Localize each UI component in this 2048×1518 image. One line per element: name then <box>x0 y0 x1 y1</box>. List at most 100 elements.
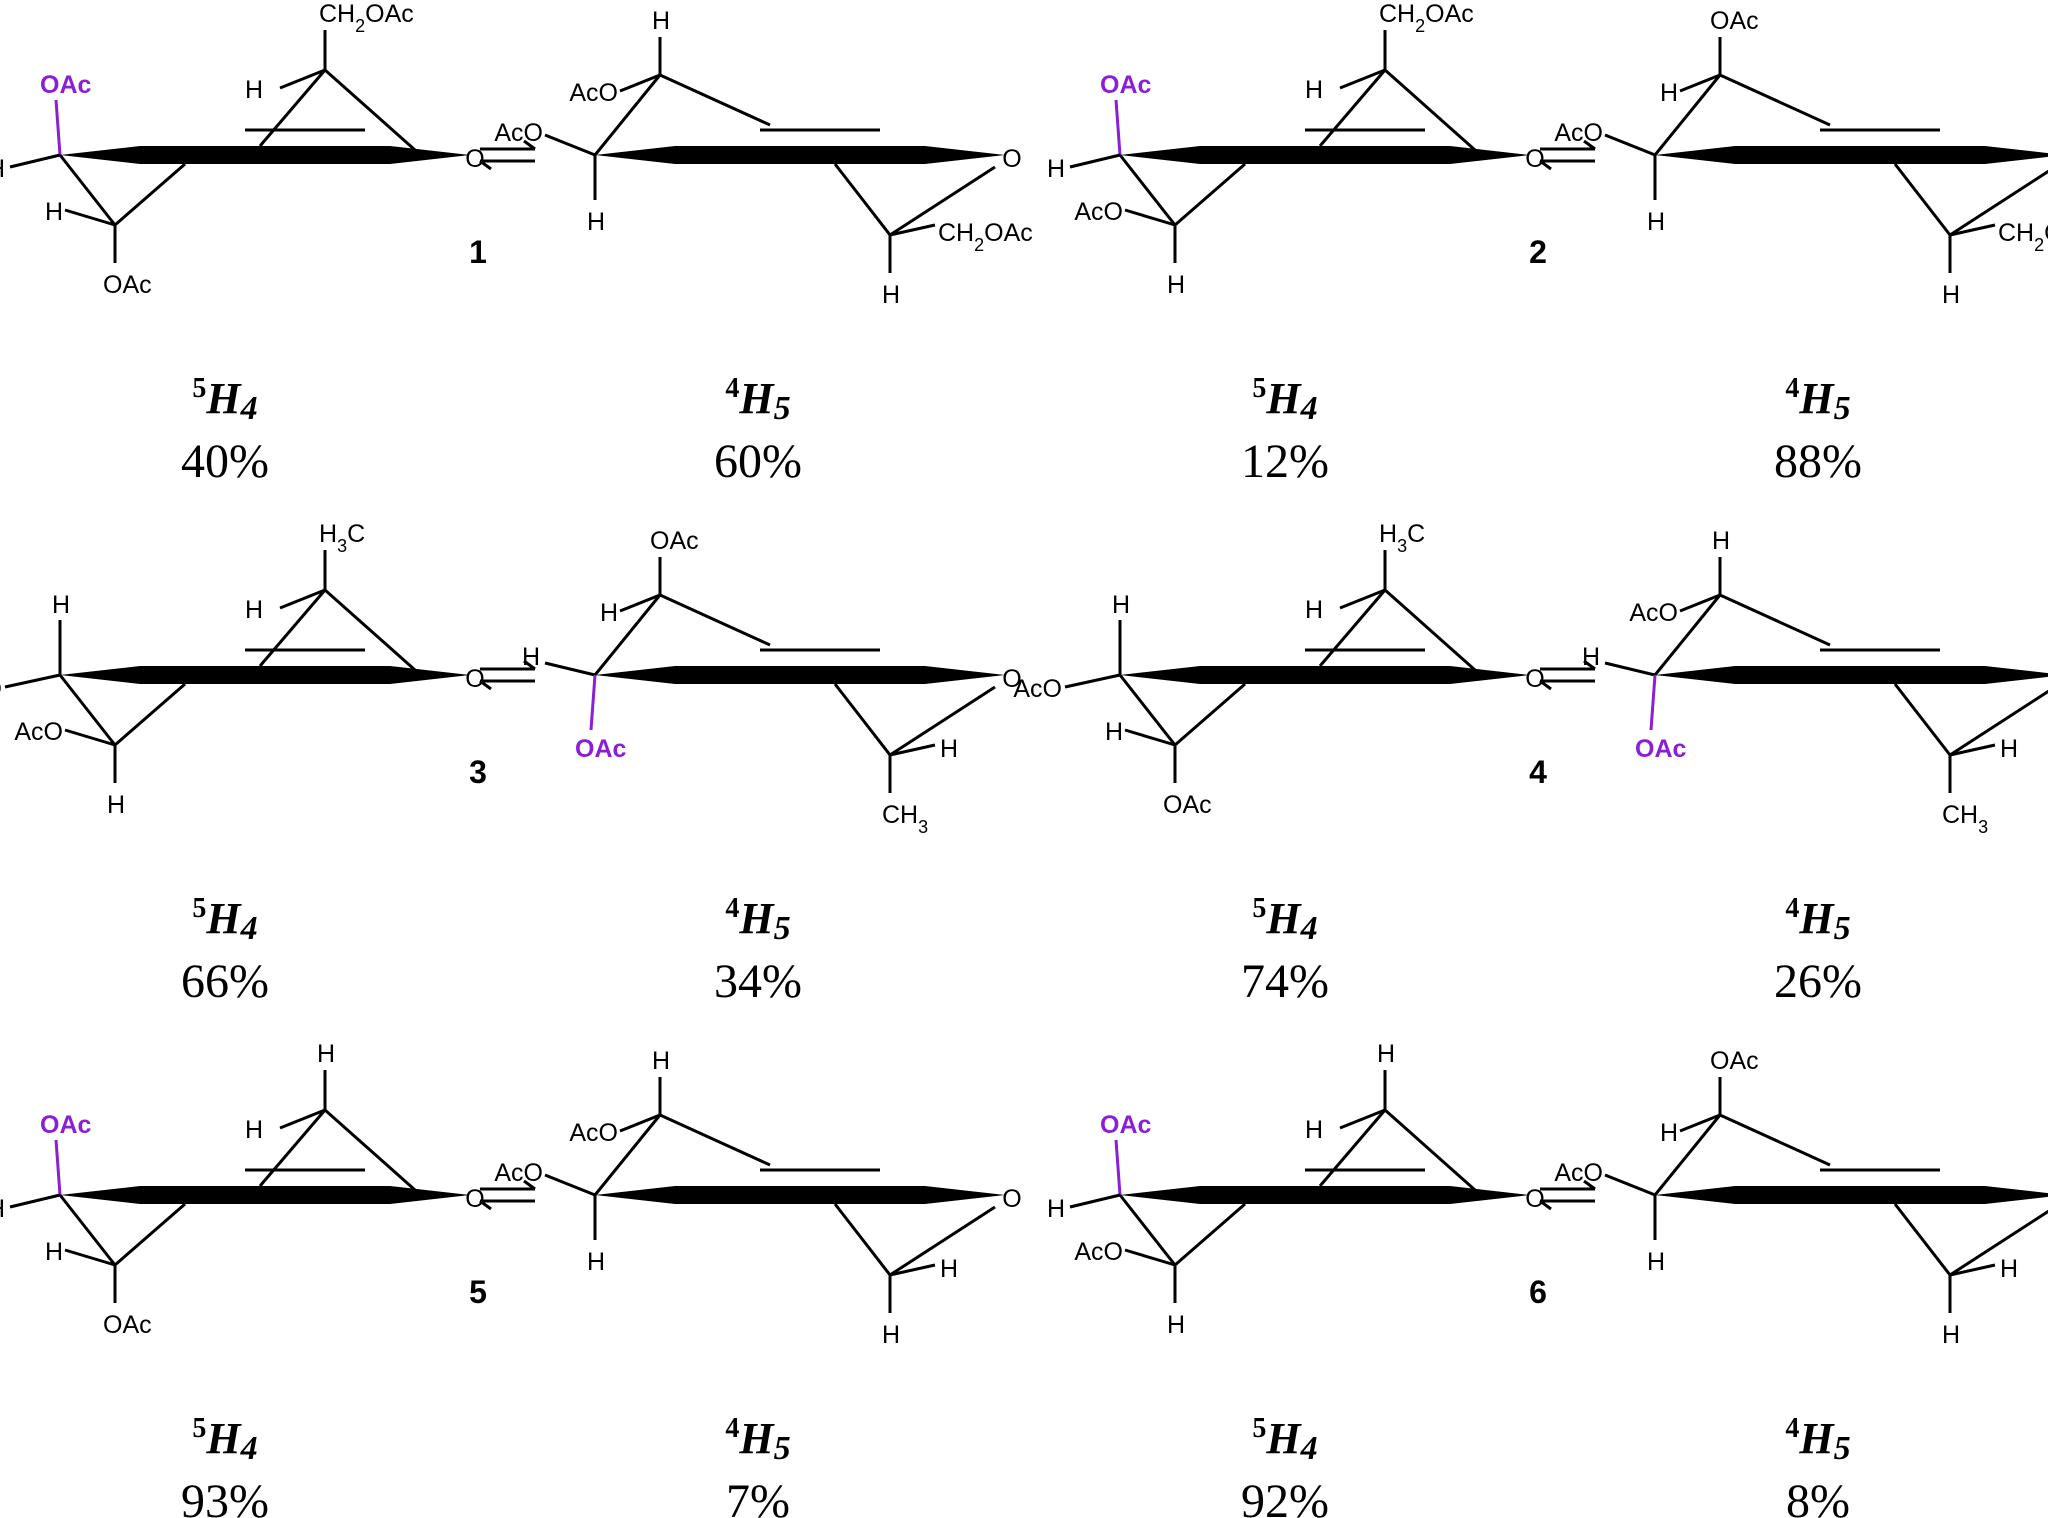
c2-substituent-label: AcO <box>569 1119 618 1147</box>
ring-bond-c2-c1 <box>114 682 186 747</box>
ring-bond-c2-c3 <box>1653 1114 1722 1196</box>
c3-substituent-label: OAc <box>575 735 627 763</box>
ring-bond-c5-o <box>1384 1108 1476 1192</box>
conformer-4H5: OAcHAcOHOHH4H58% <box>1554 1047 2048 1518</box>
conformer-4H5-percent: 7% <box>726 1475 790 1518</box>
c2-substituent-label: AcO <box>1074 1238 1123 1266</box>
c5-h-bond <box>279 1108 326 1130</box>
c3-h-bond <box>544 661 596 677</box>
c2-h-label: H <box>1660 79 1678 107</box>
c5-h-label: H <box>245 596 263 624</box>
equilibrium-arrow-forward-head <box>523 1179 536 1191</box>
ring-bond-c4-c5 <box>258 1109 327 1187</box>
ring-plane-wedge <box>60 146 470 164</box>
c2-h-bond <box>64 1248 116 1267</box>
c2-h-label: H <box>652 7 670 35</box>
c2-substituent-label: OAc <box>1163 791 1212 819</box>
c3-substituent-label: AcO <box>1013 675 1062 703</box>
c2-substituent-label: AcO <box>569 79 618 107</box>
c5-h-bond <box>1339 68 1386 90</box>
c3-h-bond <box>9 153 61 169</box>
ring-oxygen-label: O <box>1002 145 1021 173</box>
ring-bond-c3-c2 <box>1118 674 1177 746</box>
ring-plane-wedge <box>1655 146 2048 164</box>
conformer-4H5-conformer-label: 4H5 <box>725 373 790 427</box>
c5-right-bond <box>1949 223 1996 237</box>
ring-bond-c5-o <box>324 1108 416 1192</box>
ring-bond-c2-c1 <box>1174 162 1246 227</box>
conformer-4H5-conformer-label: 4H5 <box>1785 1413 1850 1467</box>
ring-oxygen-label: O <box>1525 1185 1544 1213</box>
ring-bond-c3-c2 <box>1118 1194 1177 1266</box>
c3-substituent-bond <box>1604 133 1656 157</box>
c2-substituent-label: AcO <box>1629 599 1678 627</box>
c3-substituent-label: OAc <box>1635 735 1687 763</box>
ring-bond-c5-o <box>324 68 416 152</box>
ring-bond-c4-c5 <box>1318 69 1387 147</box>
c2-left-bond <box>619 1113 661 1133</box>
c5-substituent-label: CH2OAc <box>319 0 414 36</box>
c2-h-label: H <box>45 198 63 226</box>
ring-bond-c3-c2 <box>58 1194 117 1266</box>
c3-h-label: H <box>1112 591 1130 619</box>
c5-h-label: H <box>2000 735 2018 763</box>
ring-bond-c5-o <box>1384 68 1476 152</box>
conformer-5H4-conformer-label: 5H4 <box>1252 373 1317 427</box>
ring-bond-c2-c1 <box>1719 1113 1831 1167</box>
ring-bond-c2-c1 <box>659 73 771 127</box>
c5-h-label: H <box>1305 1116 1323 1144</box>
c2-h-label: H <box>1660 1119 1678 1147</box>
c3-h-bond <box>1604 661 1656 677</box>
c2-substituent-label: AcO <box>14 718 63 746</box>
c5-h-bond <box>1339 588 1386 610</box>
c2-h-bond <box>1124 728 1176 747</box>
c5-h-label: H <box>940 735 958 763</box>
compound-number: 1 <box>469 234 487 270</box>
c5-substituent-label: H <box>2000 1255 2018 1283</box>
ring-bond-c4-c5 <box>1318 1109 1387 1187</box>
c5-h-label: H <box>1305 76 1323 104</box>
conformer-5H4-percent: 92% <box>1241 1475 1329 1518</box>
ring-bond-c5-o <box>889 165 996 237</box>
c2-substituent-label: OAc <box>1710 7 1759 35</box>
c3-h-label: H <box>1047 155 1065 183</box>
c3-substituent-bond <box>1114 1139 1122 1196</box>
conformer-4H5-conformer-label: 4H5 <box>1785 373 1850 427</box>
conformer-4H5: OAcHAcOHOCH2OAcH4H588% <box>1554 7 2048 488</box>
c5-substituent-label: CH2OAc <box>938 219 1033 255</box>
equilibrium-arrow-forward-head <box>523 659 536 671</box>
ring-bond-c2-c1 <box>659 1113 771 1167</box>
c2-substituent-label: AcO <box>1074 198 1123 226</box>
ring-plane-wedge <box>1120 666 1530 684</box>
equilibrium-arrow-forward-head <box>523 139 536 151</box>
conformer-5H4: HHOOAcHHOAc5H493% <box>0 1040 485 1518</box>
c2-h-label: H <box>652 1047 670 1075</box>
compound-number: 4 <box>1529 754 1547 790</box>
ring-bond-c4-c5 <box>1893 163 1952 236</box>
ring-bond-c3-c2 <box>58 154 117 226</box>
conformer-5H4-conformer-label: 5H4 <box>192 1413 257 1467</box>
c5-substituent-label: H <box>1377 1040 1395 1068</box>
c3-h-label: H <box>0 155 5 183</box>
compound-1: CH2OAcHOOAcHHOAc5H440%AcOHAcOHOCH2OAcH4H… <box>0 0 1033 488</box>
conformer-5H4-percent: 12% <box>1241 435 1329 488</box>
compound-number: 3 <box>469 754 487 790</box>
c3-substituent-bond <box>1649 674 1657 731</box>
c5-right-bond <box>889 1263 936 1277</box>
equilibrium-arrow-back-head <box>1539 679 1552 691</box>
c2-h-bond <box>64 208 116 227</box>
ring-plane-wedge <box>60 666 470 684</box>
compound-2: CH2OAcHOOAcHAcOH5H412%OAcHAcOHOCH2OAcH4H… <box>1047 0 2048 488</box>
conformer-5H4-conformer-label: 5H4 <box>1252 893 1317 947</box>
c2-h-label: H <box>1712 527 1730 555</box>
equilibrium-arrow-back-head <box>479 159 492 171</box>
ring-plane-wedge <box>595 666 1005 684</box>
c3-substituent-label: OAc <box>1100 1111 1152 1139</box>
c5-substituent-label: CH2OAc <box>1998 219 2048 255</box>
conformer-4H5-percent: 26% <box>1774 955 1862 1008</box>
ring-bond-c5-o <box>889 685 996 757</box>
